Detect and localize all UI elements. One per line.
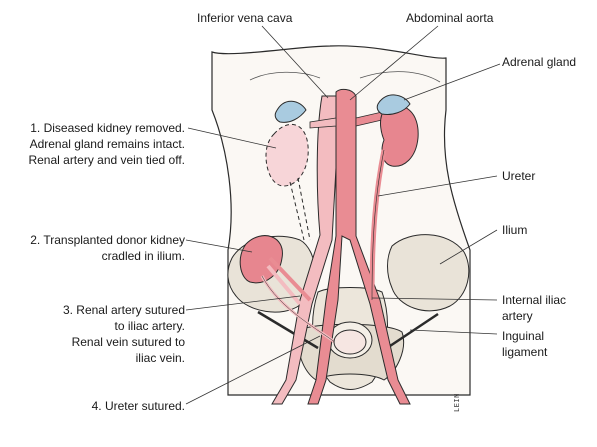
graft-ureter-outline xyxy=(261,275,341,347)
label-step-4: 4. Ureter sutured. xyxy=(91,399,185,413)
label-ilium: Ilium xyxy=(502,223,528,237)
label-abdominal-aorta: Abdominal aorta xyxy=(406,11,494,25)
leader-ilium xyxy=(439,229,498,265)
renal-stump-left xyxy=(309,117,337,129)
abdominal-aorta xyxy=(307,88,411,405)
label-inguinal-ligament: Inguinal ligament xyxy=(502,329,548,359)
rib-line-left xyxy=(249,71,321,81)
leader-aorta xyxy=(349,25,439,101)
leader-step1 xyxy=(187,127,277,149)
leader-step4 xyxy=(185,335,321,405)
removed-ureter-dashed xyxy=(297,177,311,241)
label-internal-iliac-artery: Internal iliac artery xyxy=(502,293,567,323)
label-step-2: 2. Transplanted donor kidney cradled in … xyxy=(30,233,185,263)
leader-step2 xyxy=(185,239,253,253)
inguinal-ligament-right xyxy=(383,312,439,352)
leader-step3 xyxy=(185,295,301,311)
graft-vein xyxy=(266,264,302,306)
leader-internal-iliac xyxy=(371,297,498,301)
label-step-3: 3. Renal artery sutured to iliac artery.… xyxy=(62,303,185,365)
label-step-1: 1. Diseased kidney removed. Adrenal glan… xyxy=(28,121,185,167)
adrenal-gland-left xyxy=(274,100,307,123)
artist-signature: LEIN xyxy=(454,393,462,412)
label-ureter: Ureter xyxy=(502,169,536,183)
leader-adrenal xyxy=(403,63,501,101)
adrenal-gland-right xyxy=(376,94,411,115)
leader-ureter xyxy=(377,175,498,197)
native-kidney-right xyxy=(380,105,419,167)
removed-kidney-ghost xyxy=(265,123,309,187)
removed-ureter-dashed-2 xyxy=(289,181,305,241)
rib-line-right xyxy=(359,71,441,83)
leader-ivc xyxy=(261,25,329,99)
bladder xyxy=(333,329,367,355)
label-inferior-vena-cava: Inferior vena cava xyxy=(197,11,293,25)
ureter-right-outline xyxy=(371,149,385,301)
ilium-right-bone xyxy=(387,234,470,312)
label-adrenal-gland: Adrenal gland xyxy=(502,55,577,69)
leader-inguinal xyxy=(409,329,498,335)
graft-artery xyxy=(268,256,312,302)
